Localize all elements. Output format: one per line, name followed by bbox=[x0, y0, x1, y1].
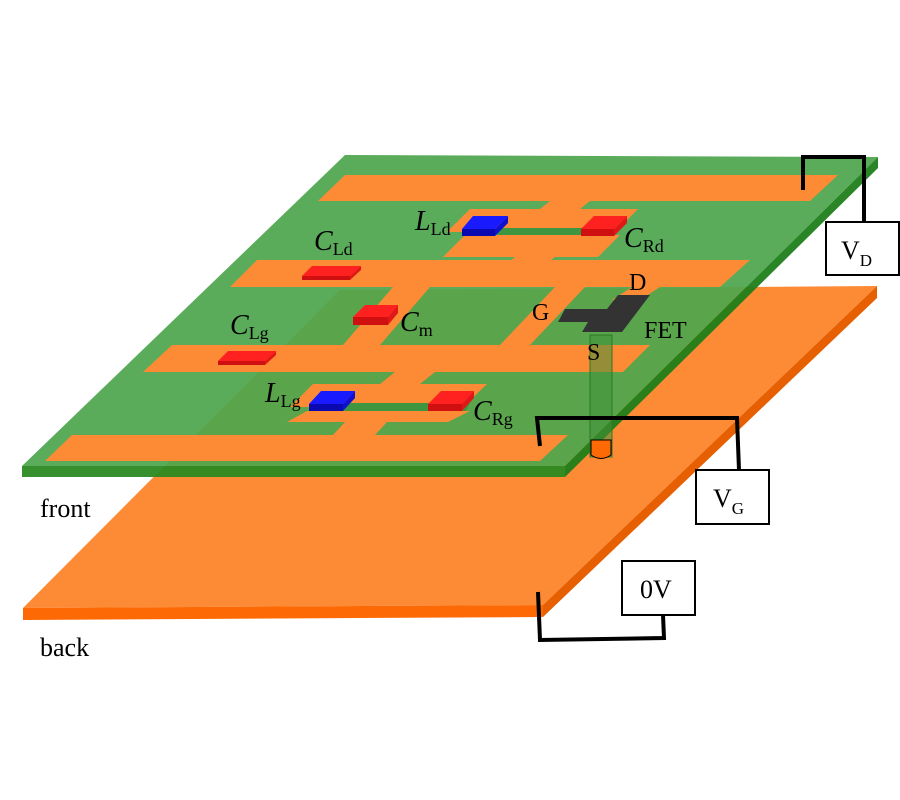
trace-drain-stub-lower bbox=[443, 235, 620, 257]
ground-source[interactable]: 0V bbox=[621, 560, 696, 616]
label-crd-main: C bbox=[624, 223, 643, 254]
vd-source[interactable]: VD bbox=[825, 221, 900, 276]
fet-label: FET bbox=[644, 318, 687, 344]
wires bbox=[534, 155, 866, 643]
gap-drain-stub bbox=[480, 228, 600, 235]
wire-vg bbox=[534, 416, 741, 471]
capacitor-crd-front bbox=[581, 229, 614, 236]
inductor-lld-front bbox=[462, 229, 495, 236]
inductor-llg-side bbox=[343, 391, 355, 411]
capacitor-clg[interactable] bbox=[218, 351, 276, 365]
svg-text:LLd: LLd bbox=[414, 206, 451, 239]
capacitor-cm-side bbox=[388, 305, 398, 325]
vd-label-main: V bbox=[841, 236, 860, 265]
label-crd-sub: Rd bbox=[643, 236, 664, 256]
label-lld-sub: Ld bbox=[431, 219, 451, 239]
fet-labels: D G S FET bbox=[532, 270, 687, 366]
label-cm-sub: m bbox=[419, 320, 433, 340]
label-llg-main: L bbox=[264, 378, 281, 409]
copper-traces bbox=[45, 175, 838, 461]
trace-gate-bias bbox=[45, 435, 568, 461]
trace-fet-gate-vert bbox=[500, 287, 585, 345]
label-cm-main: C bbox=[400, 307, 419, 338]
trace-gate-stub-lower bbox=[287, 411, 470, 422]
capacitor-crd[interactable] bbox=[581, 216, 627, 236]
fet-transistor[interactable] bbox=[558, 295, 650, 332]
capacitor-clg-top bbox=[218, 351, 276, 361]
svg-text:Cm: Cm bbox=[400, 307, 433, 340]
trace-gate-bias-link bbox=[333, 422, 387, 435]
svg-text:CLg: CLg bbox=[230, 310, 269, 343]
front-board-front-edge bbox=[22, 466, 565, 477]
capacitor-cld-front bbox=[302, 276, 350, 280]
ground-box bbox=[621, 560, 696, 616]
capacitor-crg-front bbox=[428, 404, 462, 411]
inductor-lld[interactable] bbox=[462, 216, 508, 236]
back-plane-side-edge bbox=[543, 286, 877, 617]
label-cld-main: C bbox=[314, 226, 333, 257]
component-labels: LLd CRd CLd Cm CLg LLg CRg bbox=[230, 206, 664, 429]
svg-text:CLd: CLd bbox=[314, 226, 353, 259]
capacitor-crd-side bbox=[614, 216, 627, 236]
fet-source-label: S bbox=[587, 340, 600, 366]
vd-box bbox=[825, 221, 900, 276]
label-clg-sub: Lg bbox=[249, 323, 269, 343]
capacitor-cld-side bbox=[350, 266, 361, 280]
inductor-llg-front bbox=[309, 404, 343, 411]
label-cld-sub: Ld bbox=[333, 239, 353, 259]
svg-text:CRd: CRd bbox=[624, 223, 664, 256]
label-clg-main: C bbox=[230, 310, 249, 341]
front-board-top bbox=[22, 155, 878, 466]
capacitor-cm-top bbox=[353, 305, 398, 317]
ground-label: 0V bbox=[640, 575, 672, 604]
trace-drain-bias bbox=[318, 175, 838, 201]
trace-gate-main bbox=[143, 345, 650, 372]
trace-drain-stub-link bbox=[540, 201, 590, 209]
inductor-llg-top bbox=[309, 391, 355, 404]
fet-body bbox=[558, 295, 650, 332]
vg-source[interactable]: VG bbox=[695, 469, 770, 525]
vg-label-sub: G bbox=[732, 499, 744, 518]
wire-vd bbox=[801, 155, 866, 222]
svg-text:VD: VD bbox=[841, 236, 872, 270]
capacitor-crg-top bbox=[428, 391, 474, 404]
front-board bbox=[22, 155, 878, 477]
front-board-side-edge bbox=[565, 157, 878, 477]
svg-text:CRg: CRg bbox=[473, 396, 513, 429]
capacitor-crg[interactable] bbox=[428, 391, 474, 411]
front-layer-label: front bbox=[40, 494, 91, 523]
fet-drain-label: D bbox=[629, 270, 646, 296]
label-crg-main: C bbox=[473, 396, 492, 427]
vd-label-sub: D bbox=[860, 251, 872, 270]
capacitor-clg-side bbox=[265, 351, 276, 365]
vg-box bbox=[695, 469, 770, 525]
label-lld-main: L bbox=[414, 206, 431, 237]
svg-text:VG: VG bbox=[713, 484, 744, 518]
capacitor-crg-side bbox=[462, 391, 474, 411]
fet-gate-label: G bbox=[532, 300, 549, 326]
wire-ground bbox=[536, 591, 667, 643]
label-crg-sub: Rg bbox=[492, 409, 513, 429]
inductor-llg[interactable] bbox=[309, 391, 355, 411]
capacitor-cld-top bbox=[302, 266, 361, 276]
capacitor-clg-front bbox=[218, 361, 265, 365]
svg-text:LLg: LLg bbox=[264, 378, 301, 411]
inductor-lld-side bbox=[495, 216, 508, 236]
label-llg-sub: Lg bbox=[281, 391, 301, 411]
inductor-lld-top bbox=[462, 216, 508, 229]
capacitor-cld[interactable] bbox=[302, 266, 361, 280]
back-layer-label: back bbox=[40, 633, 89, 662]
capacitor-cm[interactable] bbox=[353, 305, 398, 325]
via bbox=[589, 334, 613, 459]
trace-gate-stem bbox=[380, 372, 435, 384]
via-bottom bbox=[590, 439, 612, 459]
back-plane-front-edge bbox=[23, 605, 543, 620]
capacitor-crd-top bbox=[581, 216, 627, 229]
vg-label-main: V bbox=[713, 484, 732, 513]
capacitor-cm-front bbox=[353, 317, 388, 325]
